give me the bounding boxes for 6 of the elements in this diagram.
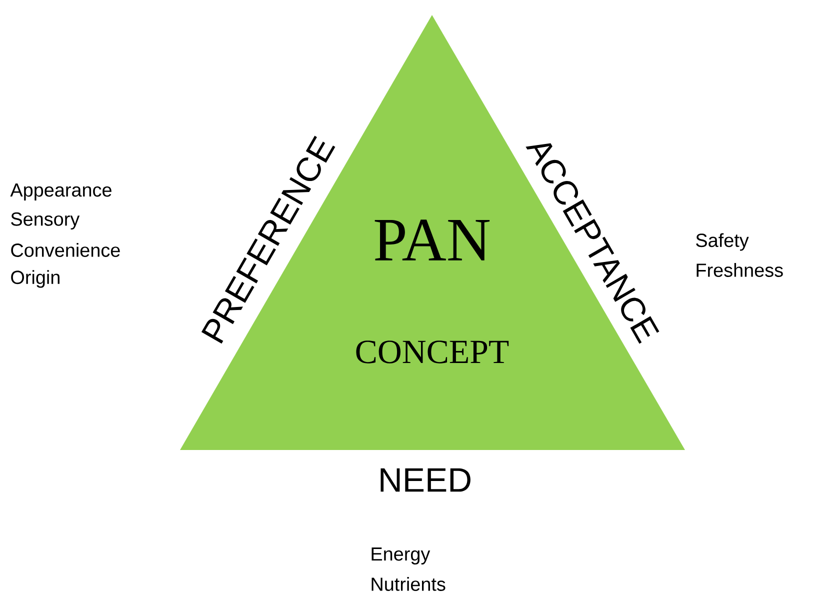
list-item: Convenience [11, 243, 120, 257]
list-item: Appearance [10, 184, 112, 200]
list-item: Origin [11, 270, 60, 288]
list-item: Sensory [11, 212, 80, 230]
list-item: Energy [372, 548, 430, 564]
list-item: Nutrients [372, 577, 446, 591]
